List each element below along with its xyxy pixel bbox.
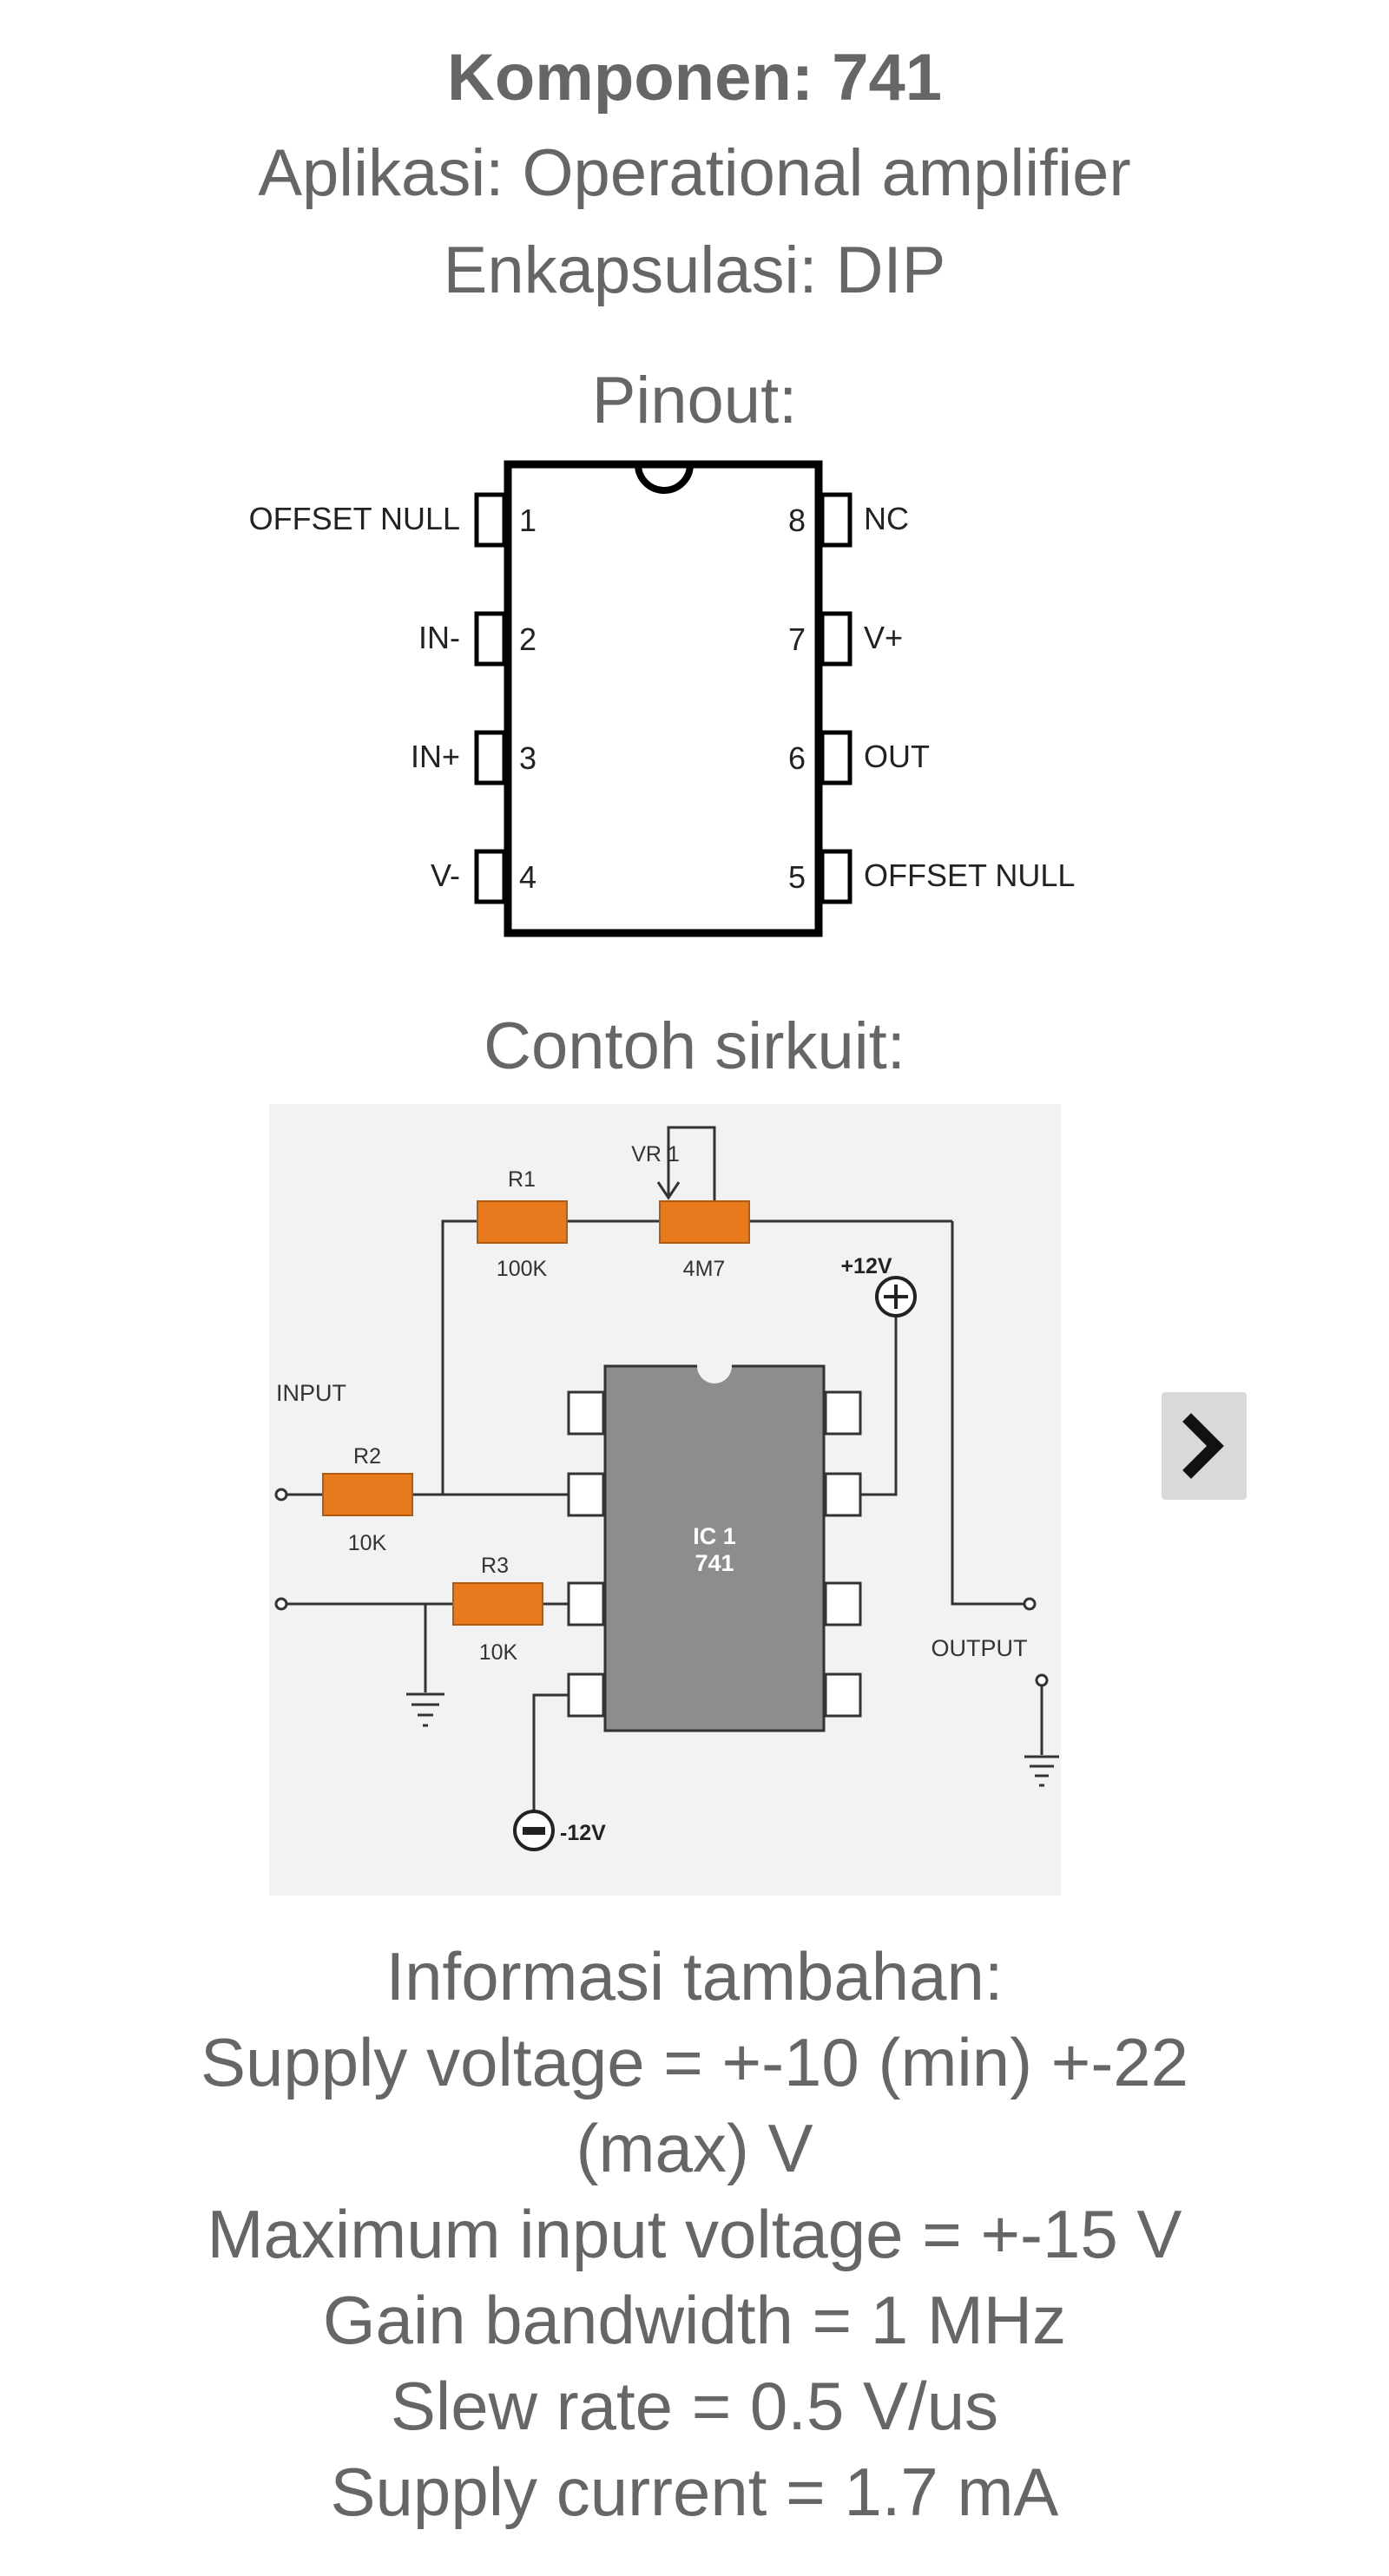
variable-resistor-vr1 bbox=[659, 1200, 750, 1244]
application-text: Aplikasi: Operational amplifier bbox=[258, 136, 1131, 210]
r3-value: 10K bbox=[479, 1640, 518, 1665]
pin-number-5: 5 bbox=[788, 859, 806, 895]
pin-name-1: OFFSET NULL bbox=[249, 501, 460, 536]
r3-label: R3 bbox=[481, 1554, 509, 1578]
info-line: Maximum input voltage = +-15 V bbox=[207, 2196, 1182, 2272]
pin-name-3: IN+ bbox=[411, 739, 460, 774]
pin-name-5: OFFSET NULL bbox=[864, 858, 1075, 893]
input-terminal bbox=[274, 1488, 288, 1502]
pin-7 bbox=[820, 611, 852, 667]
ic-741-pins bbox=[567, 1390, 862, 1718]
ic-body bbox=[504, 460, 823, 937]
r1-label: R1 bbox=[508, 1167, 536, 1192]
resistor-r3 bbox=[452, 1582, 543, 1626]
output-ground-terminal bbox=[1035, 1673, 1049, 1687]
info-heading: Informasi tambahan: bbox=[385, 1938, 1004, 2014]
pin-6 bbox=[820, 730, 852, 785]
resistor-r1 bbox=[477, 1200, 568, 1244]
pin-number-7: 7 bbox=[788, 621, 806, 657]
pin-number-8: 8 bbox=[788, 503, 806, 538]
info-line: Supply current = 1.7 mA bbox=[330, 2454, 1059, 2530]
circuit-wires bbox=[286, 1126, 1059, 1811]
pinout-diagram: 1 2 3 4 8 7 6 5 OFFSET NULL IN- IN+ V- N… bbox=[249, 460, 1075, 937]
pin-number-3: 3 bbox=[519, 740, 537, 776]
output-terminal bbox=[1023, 1597, 1037, 1611]
pin-name-7: V+ bbox=[864, 620, 903, 655]
next-image-button[interactable] bbox=[1162, 1392, 1247, 1500]
circuit-schematic: R1 100K VR 1 4M7 +12V INPUT R2 10K R3 10… bbox=[274, 1126, 1059, 1851]
vr1-value: 4M7 bbox=[683, 1257, 726, 1281]
pin-number-1: 1 bbox=[519, 503, 537, 538]
info-line: (max) V bbox=[576, 2110, 813, 2186]
pin-3 bbox=[474, 730, 507, 785]
circuit-heading: Contoh sirkuit: bbox=[484, 1009, 905, 1083]
pinout-heading: Pinout: bbox=[591, 364, 798, 437]
input-label: INPUT bbox=[276, 1380, 346, 1406]
pin-1 bbox=[474, 492, 507, 548]
pin-4 bbox=[474, 849, 507, 904]
ic-notch bbox=[635, 463, 694, 494]
r2-label: R2 bbox=[353, 1444, 381, 1469]
pin-5 bbox=[820, 849, 852, 904]
pin-name-2: IN- bbox=[418, 620, 460, 655]
package-text: Enkapsulasi: DIP bbox=[443, 233, 946, 307]
ic-741-body bbox=[603, 1364, 826, 1732]
circuit-image: R1 100K VR 1 4M7 +12V INPUT R2 10K R3 10… bbox=[269, 1104, 1061, 1896]
info-line: Gain bandwidth = 1 MHz bbox=[322, 2282, 1067, 2358]
pin-name-4: V- bbox=[431, 858, 460, 893]
ic-741-notch bbox=[697, 1349, 732, 1383]
pin-number-6: 6 bbox=[788, 740, 806, 776]
positive-supply-label: +12V bbox=[840, 1254, 892, 1278]
pin-number-4: 4 bbox=[519, 859, 537, 895]
ic-name-label: IC 1 bbox=[693, 1523, 736, 1549]
additional-info: Informasi tambahan: Supply voltage = +-1… bbox=[0, 1934, 1389, 2535]
ic-part-label: 741 bbox=[694, 1550, 734, 1576]
pin-name-6: OUT bbox=[864, 739, 930, 774]
ground-terminal bbox=[274, 1597, 288, 1611]
info-line: Slew rate = 0.5 V/us bbox=[390, 2368, 999, 2444]
pin-name-8: NC bbox=[864, 501, 909, 536]
pin-2 bbox=[474, 611, 507, 667]
chevron-right-icon bbox=[1182, 1413, 1224, 1479]
info-line: Supply voltage = +-10 (min) +-22 bbox=[200, 2024, 1189, 2100]
component-title: Komponen: 741 bbox=[446, 41, 943, 115]
vr1-label: VR 1 bbox=[631, 1142, 680, 1166]
negative-supply-label: -12V bbox=[560, 1821, 606, 1845]
pin-8 bbox=[820, 492, 852, 548]
r2-value: 10K bbox=[348, 1531, 387, 1555]
resistor-r2 bbox=[322, 1473, 413, 1516]
r1-value: 100K bbox=[497, 1257, 548, 1281]
pin-number-2: 2 bbox=[519, 621, 537, 657]
output-label: OUTPUT bbox=[931, 1635, 1028, 1661]
